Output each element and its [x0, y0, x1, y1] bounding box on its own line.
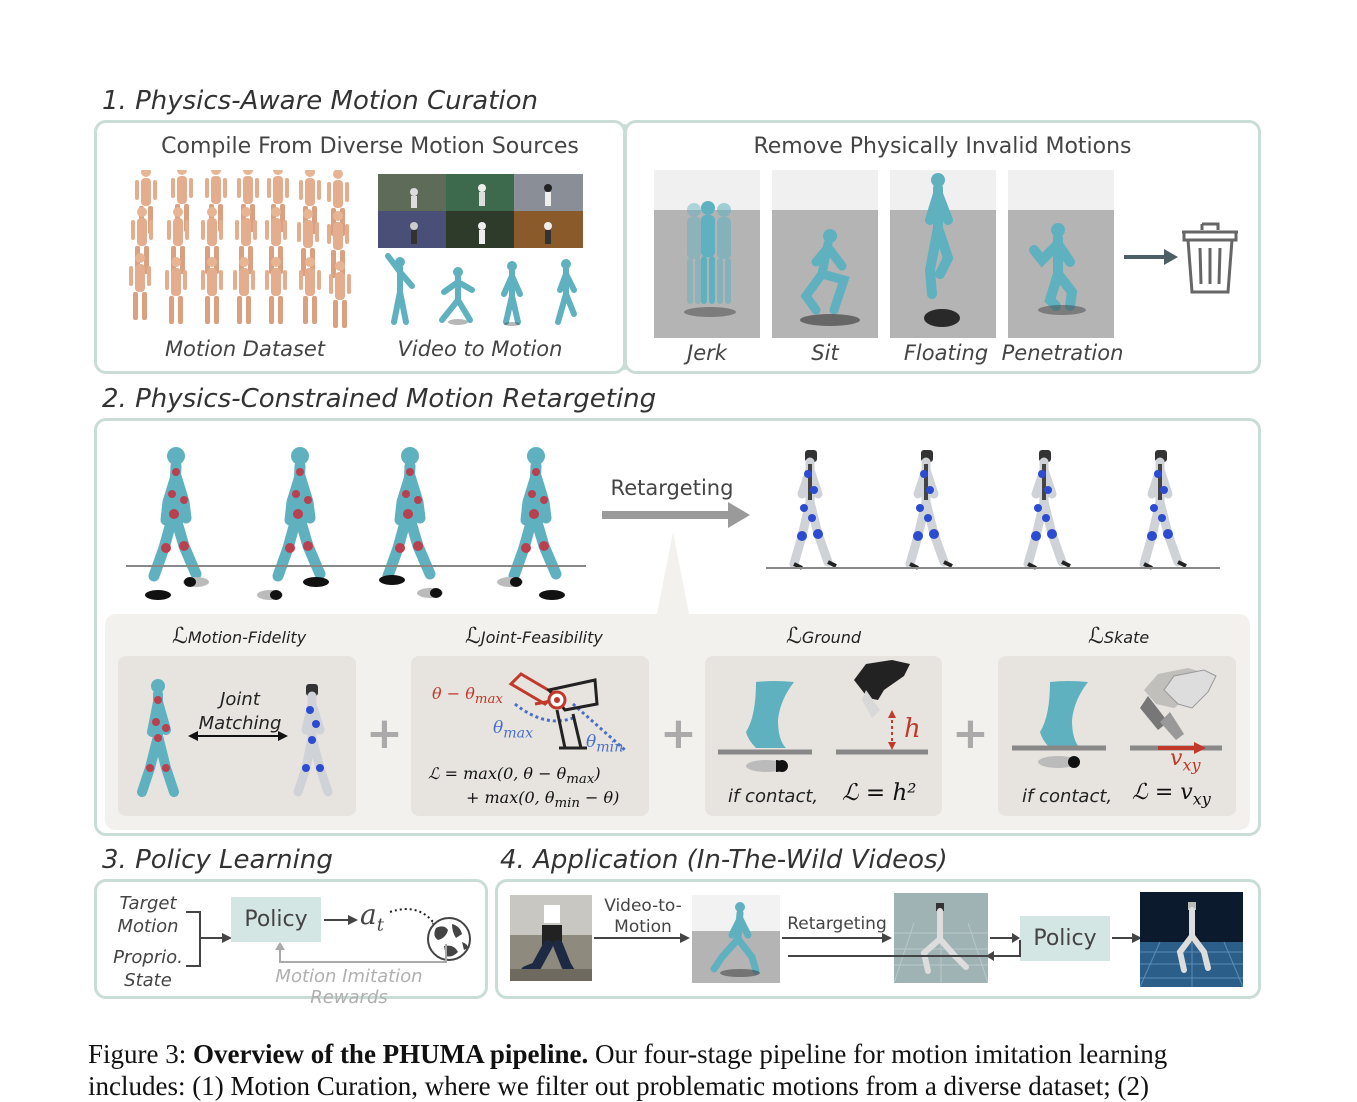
in-the-wild-video-frame	[510, 895, 592, 981]
video-to-motion-arrow	[594, 933, 690, 943]
section-title-application: 4. Application (In-The-Wild Videos)	[500, 845, 948, 875]
loss-fidelity-title: ℒMotion-Fidelity	[172, 624, 307, 649]
floating-label: Floating	[903, 341, 989, 365]
caption-rest: Our four-stage pipeline for motion imita…	[588, 1039, 1168, 1069]
joint-matching-label: Joint Matching	[198, 689, 282, 734]
human-walking-sequence	[126, 440, 586, 600]
remove-invalid-title: Remove Physically Invalid Motions	[753, 134, 1132, 159]
skate-equation: ℒ = vxy	[1132, 780, 1211, 809]
retargeting-arrow-label: Retargeting	[610, 476, 734, 500]
rewards-label: Motion Imitation Rewards	[275, 966, 423, 1008]
caption-prefix: Figure 3:	[88, 1039, 193, 1069]
ground-equation: ℒ = h²	[842, 780, 917, 806]
velocity-label: vxy	[1170, 746, 1201, 775]
caption-line2: includes: (1) Motion Curation, where we …	[88, 1071, 1149, 1101]
sit-label: Sit	[811, 341, 839, 365]
section-title-policy: 3. Policy Learning	[102, 845, 333, 875]
policy-box-learning: Policy	[231, 897, 321, 942]
ground-card	[705, 656, 942, 816]
retargeting-step-label: Retargeting	[787, 914, 887, 934]
application-policy-loop	[990, 933, 1020, 943]
jerk-thumbnail	[654, 170, 760, 338]
penetration-thumbnail	[1008, 170, 1114, 338]
discard-arrow	[1124, 249, 1178, 265]
globe-icon	[427, 917, 471, 961]
plus-sign-1: +	[366, 708, 403, 759]
height-label: h	[904, 714, 921, 744]
section-title-curation: 1. Physics-Aware Motion Curation	[102, 86, 539, 116]
loss-skate-title: ℒSkate	[1088, 624, 1150, 649]
retargeting-step-arrow	[782, 933, 892, 943]
feedback-connector	[986, 940, 1021, 961]
video-to-motion-step-label: Video-to-Motion	[604, 896, 682, 937]
loss-ground-title: ℒGround	[786, 624, 862, 649]
joint-matching-figures	[137, 679, 333, 797]
compile-sources-title: Compile From Diverse Motion Sources	[161, 134, 579, 159]
loss-region	[105, 532, 1250, 830]
skate-if-contact: if contact,	[1022, 786, 1113, 807]
motion-dataset-image	[129, 170, 351, 328]
input-bracket	[186, 911, 232, 967]
loss-feasibility-title: ℒJoint-Feasibility	[465, 624, 603, 649]
policy-output-arrow	[1112, 933, 1142, 943]
feasibility-equation-line1: ℒ = max(0, θ − θmax)	[428, 764, 601, 788]
video-motion-humans	[385, 253, 577, 326]
ground-contact-diagram	[718, 660, 928, 772]
jerk-label: Jerk	[687, 341, 727, 365]
theta-min-label: θmin	[586, 732, 624, 756]
panel-divider	[623, 124, 626, 370]
proprio-state-label: Proprio. State	[113, 947, 183, 991]
policy-box-application: Policy	[1020, 916, 1110, 961]
plus-sign-2: +	[660, 708, 697, 759]
robot-walking-sequence	[766, 444, 1220, 574]
policy-action-arrow	[324, 915, 358, 925]
action-label: at	[360, 898, 384, 936]
ground-if-contact: if contact,	[728, 786, 819, 807]
video-frames-grid	[378, 174, 583, 248]
plus-sign-3: +	[952, 708, 989, 759]
penetration-label: Penetration	[1001, 341, 1124, 365]
retargeting-arrow	[602, 502, 750, 528]
feedback-line	[788, 955, 988, 957]
theta-minus-max-label: θ − θmax	[432, 684, 503, 708]
caption-bold: Overview of the PHUMA pipeline.	[193, 1039, 589, 1069]
reconstructed-motion-frame	[692, 895, 780, 983]
feasibility-equation-line2: + max(0, θmin − θ)	[466, 788, 620, 812]
skate-diagram	[1012, 668, 1222, 768]
motion-dataset-label: Motion Dataset	[164, 337, 326, 361]
retargeted-robot-frame	[894, 893, 988, 983]
simulation-result-frame	[1140, 892, 1243, 987]
figure-caption: Figure 3: Overview of the PHUMA pipeline…	[88, 1038, 1288, 1102]
floating-thumbnail	[890, 170, 996, 338]
section-title-retargeting: 2. Physics-Constrained Motion Retargetin…	[102, 384, 657, 414]
theta-max-label: θmax	[493, 718, 534, 742]
sit-thumbnail	[772, 170, 878, 338]
target-motion-label: Target Motion	[117, 893, 179, 937]
trash-icon	[1182, 222, 1238, 294]
video-to-motion-label: Video to Motion	[397, 337, 563, 361]
joint-limit-diagram	[508, 672, 626, 752]
reward-feedback-arrow	[275, 942, 447, 963]
